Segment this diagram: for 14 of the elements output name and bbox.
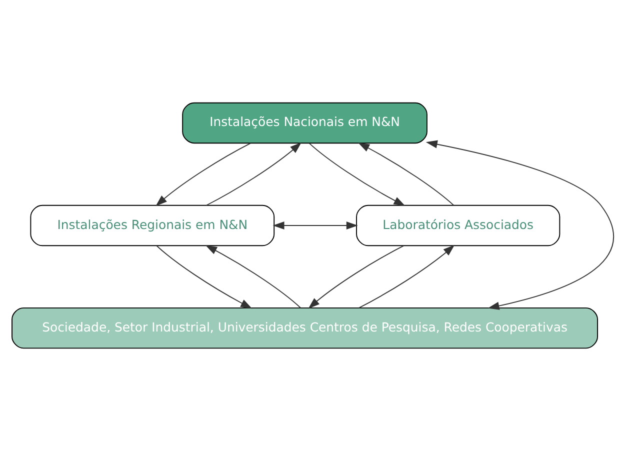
- arrow: [358, 244, 455, 308]
- arrow: [206, 142, 302, 206]
- arrow: [205, 245, 301, 308]
- node-box: Instalações Regionais em N&N: [30, 204, 275, 246]
- arrow: [156, 142, 251, 206]
- node-box: Instalações Nacionais em N&N: [182, 102, 428, 144]
- arrow: [426, 140, 614, 310]
- arrow: [308, 245, 404, 309]
- arrow: [358, 142, 454, 206]
- arrow: [272, 221, 358, 230]
- arrow: [308, 142, 406, 206]
- node-box: Sociedade, Setor Industrial, Universidades Centros de Pesquisa, Redes Cooperativas: [12, 307, 598, 349]
- arrow: [156, 245, 252, 309]
- node-box: Laboratórios Associados: [356, 204, 560, 246]
